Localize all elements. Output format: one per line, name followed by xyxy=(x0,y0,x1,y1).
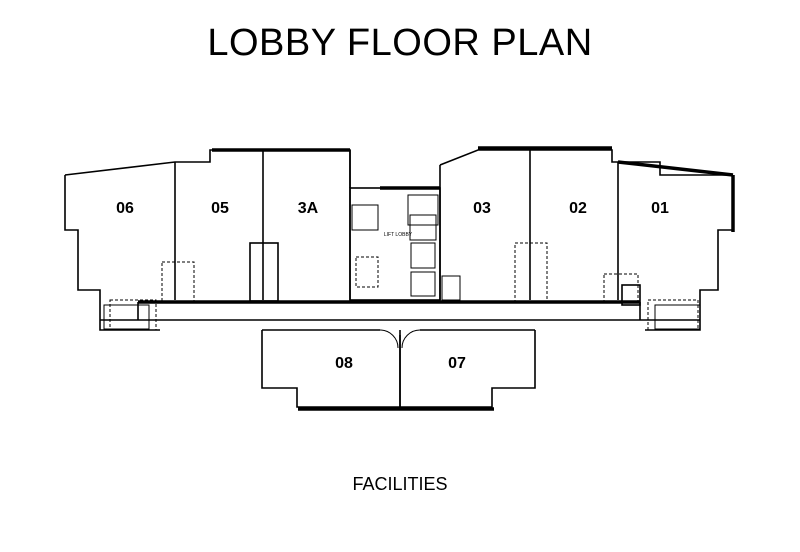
unit-08-label: 08 xyxy=(335,355,353,372)
facilities-caption: FACILITIES xyxy=(352,474,448,494)
unit-3a-label: 3A xyxy=(298,200,319,217)
unit-05-label: 05 xyxy=(211,200,229,217)
right-wing xyxy=(439,146,735,331)
unit-01-label: 01 xyxy=(651,200,669,217)
unit-06-label: 06 xyxy=(116,200,134,217)
lower-wing xyxy=(261,329,536,411)
unit-02-label: 02 xyxy=(569,200,587,217)
lift-lobby-label: LIFT LOBBY xyxy=(384,232,413,238)
corridor xyxy=(100,300,700,321)
unit-03-label: 03 xyxy=(473,200,491,217)
page-title: LOBBY FLOOR PLAN xyxy=(207,22,593,64)
core: LIFT LOBBY xyxy=(349,186,461,301)
unit-07-label: 07 xyxy=(448,355,466,372)
